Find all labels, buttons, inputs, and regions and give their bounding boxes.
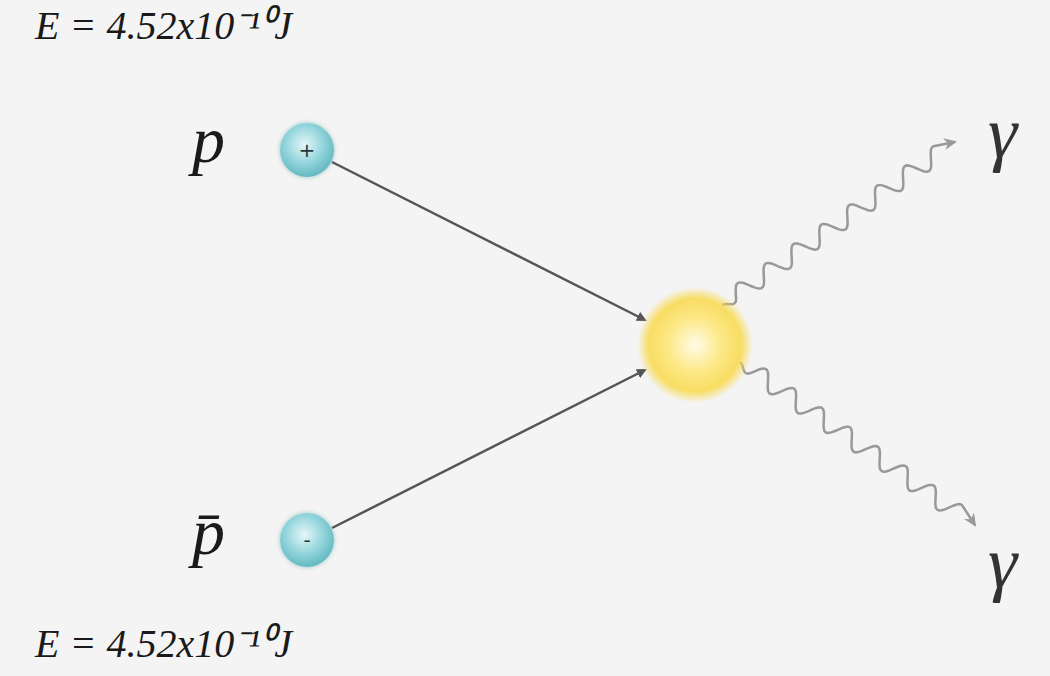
particle-name: p̄ — [192, 496, 225, 569]
charge-sign: - — [303, 530, 310, 550]
photon-symbol: γ — [988, 522, 1017, 603]
particle-name: p — [192, 104, 225, 177]
particle-circle: + — [280, 123, 334, 177]
energy-label: E = 4.52x10⁻¹⁰J — [35, 4, 292, 48]
photon-wave — [722, 142, 955, 305]
photon-wave — [740, 362, 975, 525]
energy-label: E = 4.52x10⁻¹⁰J — [35, 622, 292, 666]
annihilation-glow — [637, 287, 753, 403]
particle-path — [332, 162, 645, 320]
particle-path — [332, 370, 645, 528]
photon-symbol: γ — [988, 92, 1017, 173]
particle-circle: - — [280, 513, 334, 567]
charge-sign: + — [299, 140, 316, 160]
